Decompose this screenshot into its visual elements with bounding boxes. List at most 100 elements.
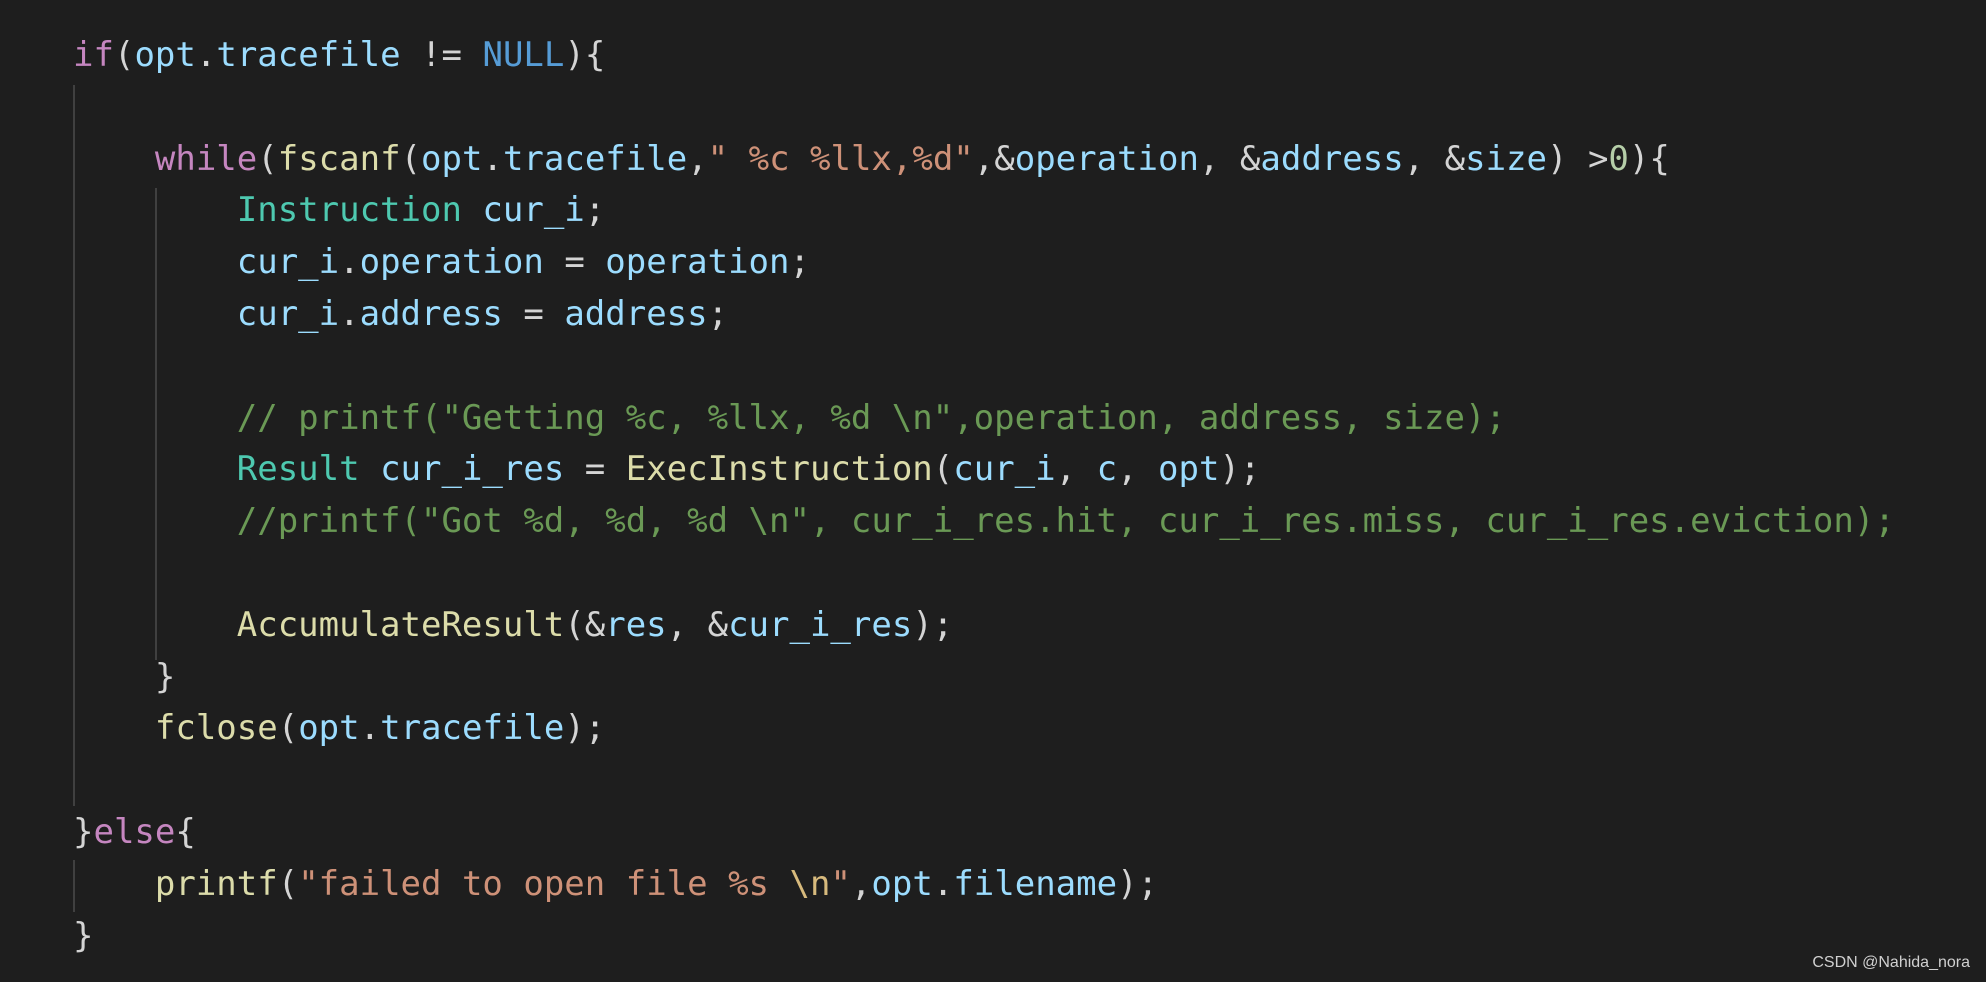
code-token: cur_i_res	[380, 449, 565, 490]
code-token: "failed to open file %s	[298, 863, 790, 904]
code-token: , &	[666, 604, 729, 645]
code-token: opt	[421, 138, 483, 179]
code-token: .	[932, 863, 954, 904]
code-token: cur_i_res	[728, 604, 913, 645]
code-token: (	[257, 138, 278, 179]
code-line[interactable]	[73, 341, 1895, 393]
code-token	[73, 605, 237, 645]
code-token: ExecInstruction	[625, 449, 933, 490]
code-token: ){	[1628, 138, 1670, 179]
code-token: fclose	[154, 708, 278, 749]
code-token: ,	[850, 863, 872, 904]
code-line[interactable]: // printf("Getting %c, %llx, %d \n",oper…	[73, 393, 1895, 445]
code-token: if	[73, 35, 114, 75]
code-line[interactable]: while(fscanf(opt.tracefile," %c %llx,%d"…	[73, 134, 1895, 186]
code-token: //printf("Got %d, %d, %d \n", cur_i_res.…	[236, 501, 1895, 542]
code-line[interactable]	[73, 755, 1895, 807]
code-token: address	[1260, 138, 1404, 179]
code-token: \n	[789, 863, 831, 904]
indent-guide-outer-if	[73, 85, 75, 806]
code-token: (	[113, 35, 135, 75]
code-line[interactable]: Result cur_i_res = ExecInstruction(cur_i…	[73, 444, 1895, 496]
code-line[interactable]: cur_i.operation = operation;	[73, 237, 1895, 289]
code-line[interactable]: AccumulateResult(&res, &cur_i_res);	[73, 600, 1895, 652]
code-token: }	[73, 656, 176, 697]
code-token: operation	[359, 242, 544, 283]
code-token: Instruction	[236, 190, 462, 231]
code-line[interactable]	[73, 548, 1895, 600]
code-token: cur_i	[236, 242, 340, 283]
code-token: =	[543, 242, 606, 283]
code-token: 0	[1608, 138, 1629, 179]
code-token: =	[502, 293, 565, 334]
code-token: opt	[298, 708, 360, 749]
watermark: CSDN @Nahida_nora	[1812, 954, 1970, 971]
code-token: .	[195, 35, 217, 75]
code-token: c	[1096, 449, 1118, 490]
code-line[interactable]: printf("failed to open file %s \n",opt.f…	[73, 859, 1895, 911]
code-token: );	[564, 708, 606, 749]
code-token: (	[277, 863, 299, 904]
code-token: ,	[1117, 449, 1159, 490]
code-token: .	[339, 242, 360, 283]
code-token: tracefile	[216, 35, 401, 75]
code-token: .	[359, 708, 381, 749]
code-token: " %c %llx,%d"	[707, 138, 974, 179]
code-token: fscanf	[277, 138, 401, 179]
code-token	[360, 449, 380, 489]
code-token: ;	[789, 242, 810, 283]
code-token: (&	[564, 604, 606, 645]
code-token: }	[73, 811, 94, 852]
code-token: address	[359, 293, 503, 334]
code-token	[73, 294, 237, 334]
code-token: size	[1465, 138, 1547, 179]
code-token: =	[564, 449, 626, 490]
code-token: res	[605, 604, 667, 645]
code-line[interactable]: }	[73, 652, 1895, 704]
code-token: operation	[605, 242, 790, 283]
code-token: tracefile	[502, 138, 688, 179]
code-token: Result	[236, 449, 360, 490]
code-line[interactable]: //printf("Got %d, %d, %d \n", cur_i_res.…	[73, 496, 1895, 548]
code-token: opt	[134, 35, 196, 75]
code-token: cur_i	[236, 293, 340, 334]
code-token	[73, 708, 155, 748]
code-token: , &	[1198, 138, 1261, 179]
code-token: cur_i	[482, 190, 585, 231]
code-token: cur_i	[953, 449, 1056, 490]
code-token: operation	[1014, 138, 1199, 179]
code-token: ;	[707, 293, 729, 334]
code-line[interactable]: }else{	[73, 807, 1895, 859]
code-token: ) >	[1547, 138, 1609, 179]
code-token: ,	[687, 138, 708, 179]
code-token	[462, 190, 482, 230]
code-line[interactable]: }	[73, 911, 1895, 963]
code-token: !=	[400, 35, 483, 75]
code-token: opt	[1158, 449, 1220, 490]
code-token: , &	[1403, 138, 1466, 179]
code-token: opt	[871, 863, 933, 904]
code-token: printf	[154, 863, 278, 904]
code-token	[73, 864, 155, 904]
code-token: (	[932, 449, 954, 490]
code-token: ,	[1055, 449, 1097, 490]
code-token: "	[830, 863, 851, 904]
code-token: .	[482, 138, 503, 179]
code-token: // printf("Getting %c, %llx, %d \n",oper…	[236, 397, 1506, 438]
code-token: );	[1117, 863, 1159, 904]
code-line[interactable]: if(opt.tracefile != NULL){	[73, 30, 1895, 82]
code-token: ){	[564, 35, 606, 75]
indent-guide-else-body	[73, 860, 75, 912]
code-token: );	[912, 604, 954, 645]
code-line[interactable]: cur_i.address = address;	[73, 289, 1895, 341]
code-area[interactable]: if(opt.tracefile != NULL){ while(fscanf(…	[73, 30, 1895, 962]
code-line[interactable]: fclose(opt.tracefile);	[73, 703, 1895, 755]
code-token: address	[564, 293, 708, 334]
code-token	[73, 449, 237, 489]
code-line[interactable]: Instruction cur_i;	[73, 185, 1895, 237]
code-line[interactable]	[73, 82, 1895, 134]
code-token	[73, 139, 155, 179]
code-token: else	[93, 811, 176, 852]
code-token: filename	[953, 863, 1118, 904]
